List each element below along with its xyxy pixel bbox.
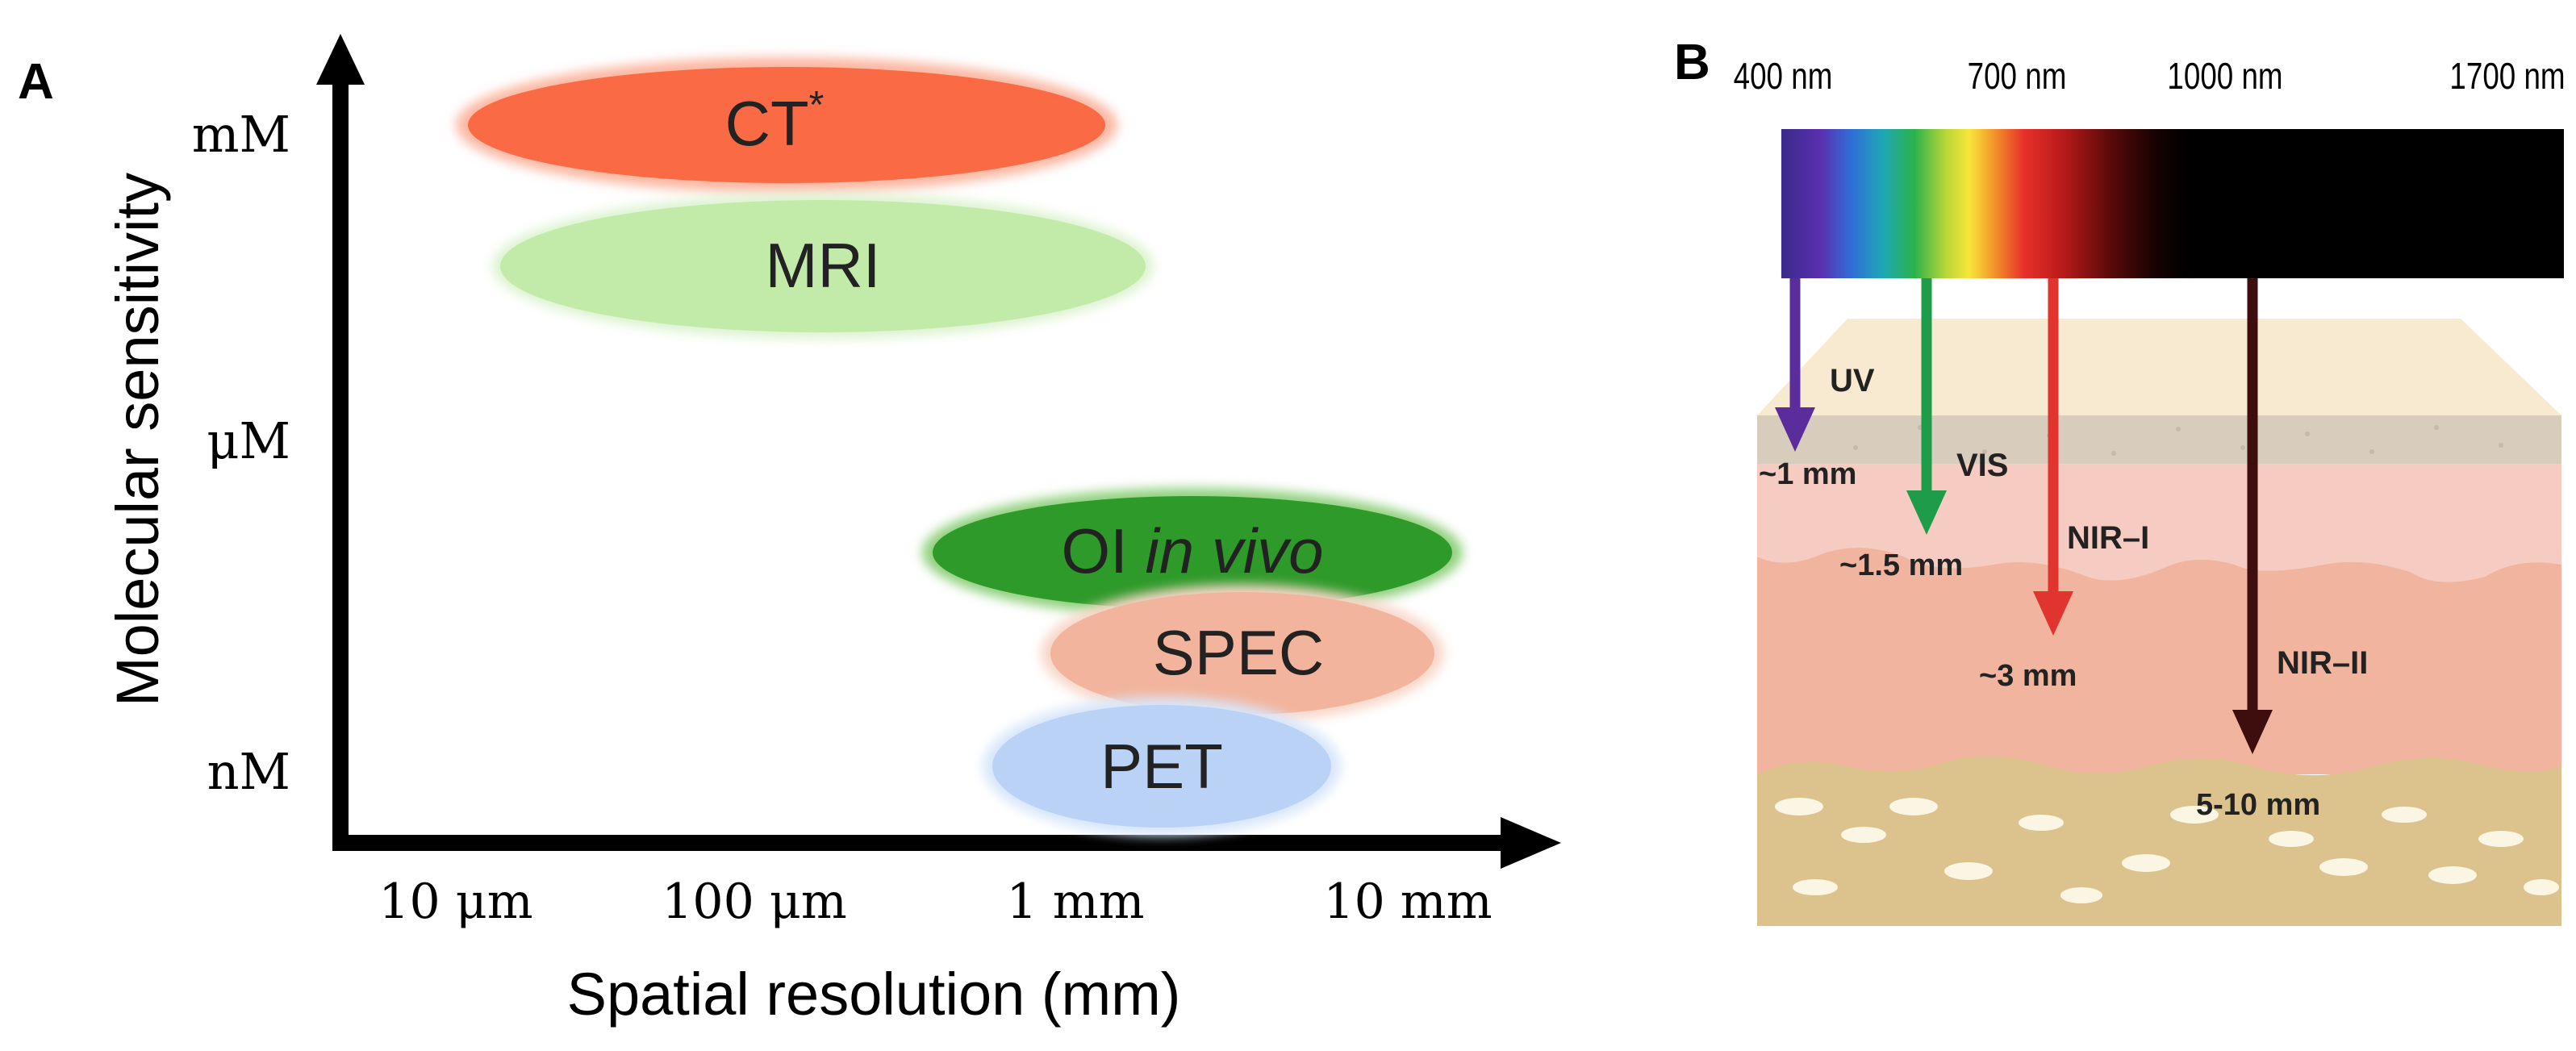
wavelength-1700: 1700 nm xyxy=(2449,55,2565,97)
arrow-uv xyxy=(1775,278,1815,452)
y-tick-mM: mM xyxy=(192,105,290,164)
modality-ct-name: CT xyxy=(725,88,809,159)
x-axis-label: Spatial resolution (mm) xyxy=(567,961,1181,1028)
arrow-vis xyxy=(1906,278,1947,535)
dermis-layer xyxy=(1757,464,2561,582)
fat-layer xyxy=(1757,756,2561,926)
panel-b-label: B xyxy=(1674,35,1710,90)
modality-pet-name: PET xyxy=(1100,731,1223,802)
y-axis-arrowhead xyxy=(316,34,365,85)
band-vis-label: VIS xyxy=(1956,448,2008,483)
wavelength-400: 400 nm xyxy=(1734,55,1833,97)
skin-surface xyxy=(1757,319,2561,415)
modality-oi-italic: in vivo xyxy=(1145,515,1323,586)
panel-b: B 400 nm 700 nm 1000 nm 1700 nm xyxy=(1674,35,2566,926)
skin-cross-section xyxy=(1757,319,2561,926)
band-vis-depth: ~1.5 mm xyxy=(1839,548,1963,582)
modality-mri-name: MRI xyxy=(766,230,881,301)
x-tick-10um: 10 μm xyxy=(378,874,532,930)
band-nir-ii-depth: 5-10 mm xyxy=(2196,788,2320,822)
spectrum-bar xyxy=(1781,129,2564,278)
x-tick-1mm: 1 mm xyxy=(1006,874,1144,930)
x-axis-arrowhead xyxy=(1501,817,1561,869)
x-tick-100um: 100 μm xyxy=(662,874,846,930)
y-axis-label: Molecular sensitivity xyxy=(104,173,171,707)
y-tick-uM: μM xyxy=(207,411,290,470)
band-uv-label: UV xyxy=(1830,363,1875,398)
fat-cells xyxy=(1775,798,2559,903)
epidermis-layer xyxy=(1757,415,2561,464)
modality-ct: CT* xyxy=(456,57,1117,193)
svg-text:CT*: CT* xyxy=(725,84,825,159)
x-tick-10mm: 10 mm xyxy=(1323,874,1492,930)
modality-oi-name: OI xyxy=(1061,515,1127,586)
y-tick-nM: nM xyxy=(207,742,290,801)
arrow-nir-ii xyxy=(2232,278,2273,754)
band-uv-depth: ~1 mm xyxy=(1759,457,1856,491)
modality-ct-superscript: * xyxy=(809,84,825,127)
wavelength-700: 700 nm xyxy=(1968,55,2067,97)
band-nir-i-label: NIR–I xyxy=(2067,520,2149,556)
panel-a: A Molecular sensitivity Spatial resoluti… xyxy=(18,34,1561,1028)
panel-a-label: A xyxy=(18,54,54,110)
band-nir-ii-label: NIR–II xyxy=(2277,645,2368,681)
svg-text:OI in vivo: OI in vivo xyxy=(1061,515,1323,586)
arrow-nir-i xyxy=(2033,278,2073,636)
modality-spec: SPEC xyxy=(1041,585,1444,722)
modality-mri: MRI xyxy=(492,194,1154,339)
wavelength-1000: 1000 nm xyxy=(2167,55,2282,97)
hypodermis-layer xyxy=(1757,548,2561,774)
band-nir-i-depth: ~3 mm xyxy=(1979,659,2077,693)
modality-spec-name: SPEC xyxy=(1153,617,1324,688)
modality-pet: PET xyxy=(983,697,1341,836)
modality-oi: OI in vivo xyxy=(922,488,1463,617)
